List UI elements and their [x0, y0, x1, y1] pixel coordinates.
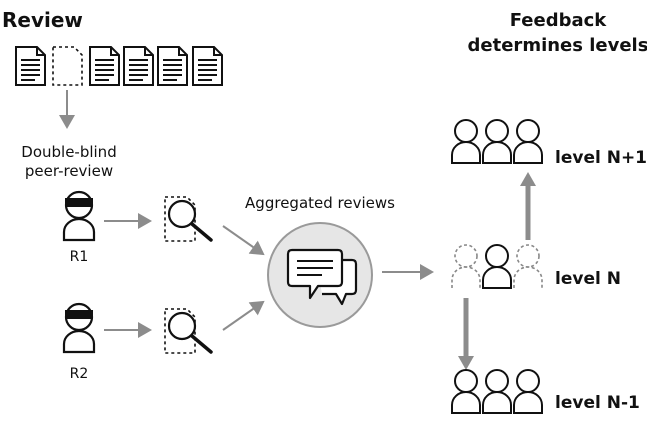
- magnifier1-to-hub-arrow: [222, 225, 265, 256]
- blindfolded-person-icon: [62, 190, 96, 242]
- document-icon: [89, 46, 120, 86]
- level-label-n-minus-1: level N-1: [555, 393, 640, 413]
- dashed-person-icon: [513, 244, 543, 288]
- aggregated-reviews-label: Aggregated reviews: [245, 194, 395, 212]
- magnifier-icon: [164, 196, 213, 242]
- feedback-title-line2: determines levels: [468, 35, 647, 56]
- person-icon: [482, 119, 512, 164]
- magnifier-icon: [164, 308, 213, 354]
- reviewer-label-r1: R1: [70, 249, 89, 265]
- person-icon: [513, 119, 543, 164]
- level-label-n-plus-1: level N+1: [555, 148, 647, 168]
- process-label-line2: peer-review: [25, 162, 113, 180]
- person-icon: [482, 244, 512, 289]
- document-icon: [157, 46, 188, 86]
- person-icon: [482, 369, 512, 414]
- demote-arrow: [458, 298, 474, 370]
- dashed-person-icon: [451, 244, 481, 288]
- person-icon: [451, 119, 481, 164]
- document-icon: [123, 46, 154, 86]
- chat-bubbles-icon: [286, 248, 358, 306]
- placeholder-document-icon: [52, 46, 83, 86]
- process-label-line1: Double-blind: [21, 143, 116, 161]
- level-label-n: level N: [555, 269, 621, 289]
- document-icon: [192, 46, 223, 86]
- person-icon: [451, 369, 481, 414]
- reviewer-label-r2: R2: [70, 366, 89, 382]
- magnifier2-to-hub-arrow: [222, 300, 265, 331]
- review-title: Review: [2, 8, 83, 32]
- document-icon: [15, 46, 46, 86]
- blindfolded-person-icon: [62, 302, 96, 354]
- promote-arrow: [520, 172, 536, 240]
- person-icon: [513, 369, 543, 414]
- feedback-title-line1: Feedback: [510, 10, 608, 31]
